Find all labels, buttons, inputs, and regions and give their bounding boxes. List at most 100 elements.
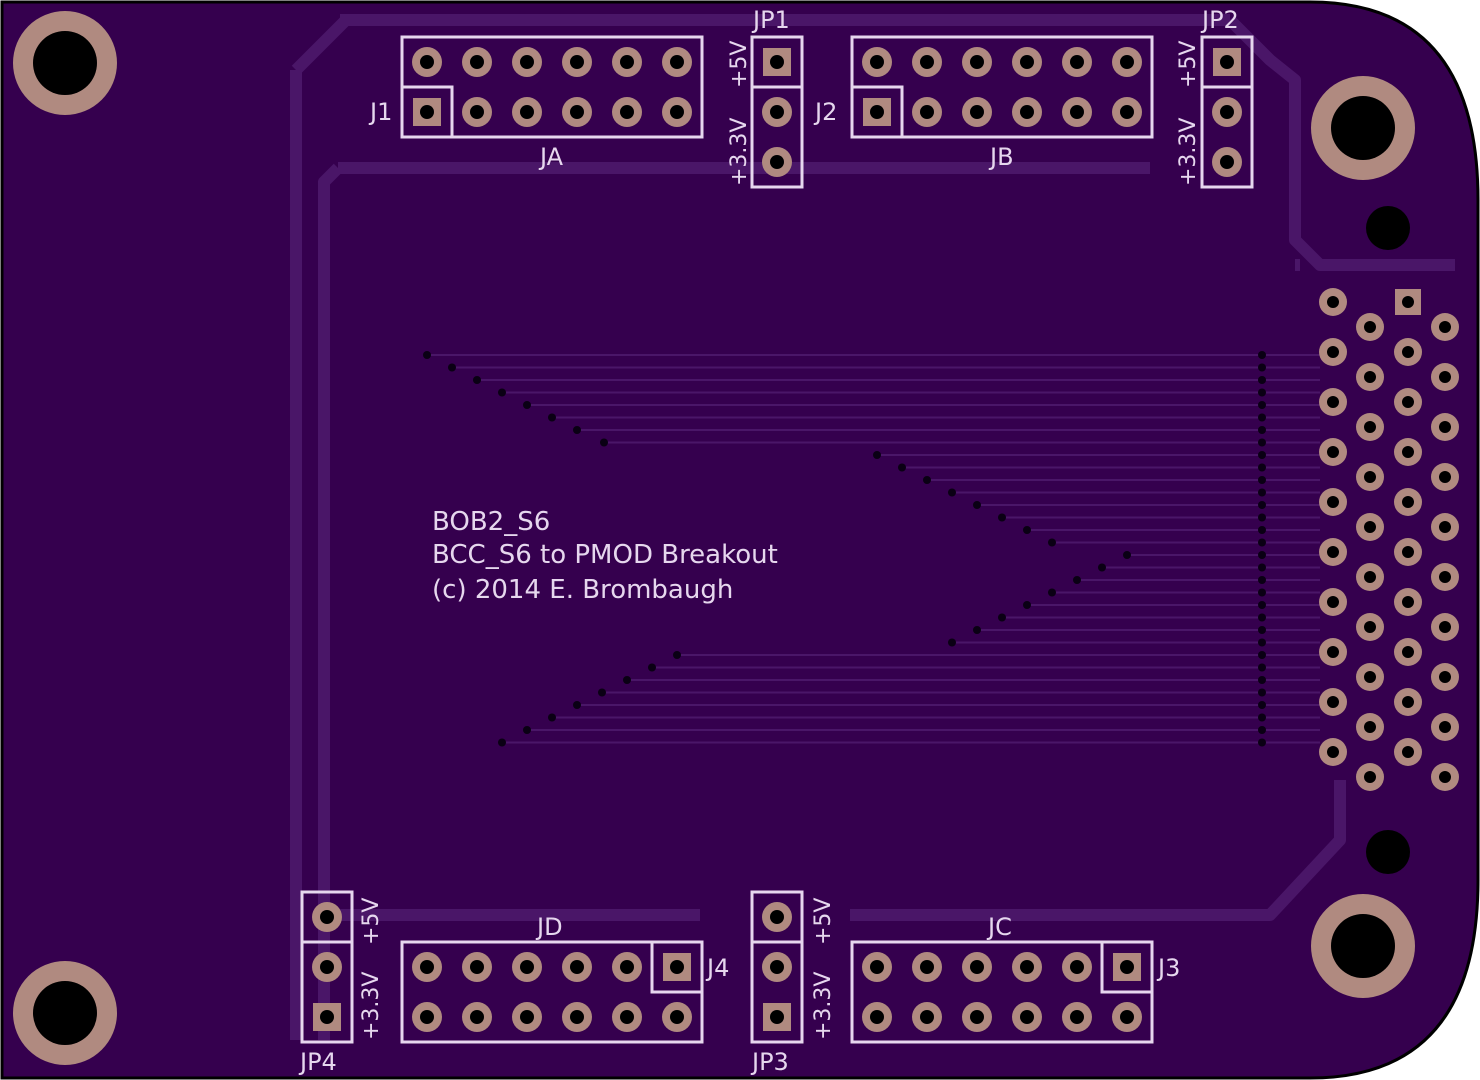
pad-hole	[870, 960, 884, 974]
pad-hole	[1327, 596, 1339, 608]
pad-hole	[1070, 55, 1084, 69]
pad-hole	[620, 960, 634, 974]
pad-hole	[420, 55, 434, 69]
header-jc	[850, 940, 1154, 1044]
pad-hole	[670, 105, 684, 119]
via	[1258, 388, 1266, 397]
pad-hole	[1402, 596, 1414, 608]
connector-label-jc: JC	[986, 913, 1012, 941]
via	[448, 363, 456, 372]
pad-hole	[320, 960, 334, 974]
via	[1258, 588, 1266, 597]
via	[1258, 526, 1266, 534]
pad-hole	[1120, 1010, 1134, 1024]
pad-hole	[570, 1010, 584, 1024]
pad-hole	[1327, 396, 1339, 408]
pad-hole	[920, 960, 934, 974]
alignment-hole	[1366, 830, 1410, 874]
connector-label-j1: J1	[368, 98, 392, 126]
pad-hole	[420, 105, 434, 119]
pad-hole	[770, 55, 784, 69]
pad-hole	[870, 55, 884, 69]
pad-hole	[1439, 671, 1451, 683]
pad-hole	[570, 55, 584, 69]
pad-hole	[920, 55, 934, 69]
pad-hole	[1120, 960, 1134, 974]
pad-hole	[1402, 696, 1414, 708]
via	[973, 626, 981, 634]
pad-hole	[1364, 421, 1376, 433]
jumper-jp2	[1200, 35, 1254, 189]
via	[1258, 501, 1266, 509]
jp2-5v-label: +5V	[1176, 41, 1201, 88]
pad-hole	[770, 1010, 784, 1024]
via	[1258, 663, 1266, 672]
power-traces	[290, 14, 1455, 1040]
via	[1258, 701, 1266, 709]
via	[673, 651, 681, 659]
via	[598, 688, 606, 697]
via	[1258, 451, 1266, 459]
via	[1258, 363, 1266, 372]
header-ja	[400, 35, 704, 139]
via	[1258, 463, 1266, 472]
pad-hole	[1327, 546, 1339, 558]
pad-hole	[1327, 446, 1339, 458]
jumper-outline	[1200, 35, 1254, 189]
pad-hole	[1327, 746, 1339, 758]
via	[948, 638, 956, 647]
pad-hole	[920, 105, 934, 119]
pad-hole	[1220, 155, 1234, 169]
pad-hole	[1402, 296, 1414, 308]
jp2-3v3-label: +3.3V	[1176, 118, 1201, 186]
mount-hole	[1331, 914, 1395, 978]
pad-hole	[1364, 371, 1376, 383]
pad-hole	[1327, 496, 1339, 508]
jumper-jp1	[750, 35, 804, 189]
pad-hole	[670, 960, 684, 974]
via	[1258, 651, 1266, 659]
jumper-outline	[750, 890, 804, 1044]
via	[1258, 413, 1266, 422]
pad-hole	[1439, 621, 1451, 633]
via	[548, 713, 556, 722]
pad-hole	[1120, 55, 1134, 69]
header-jb	[850, 35, 1154, 139]
jumper-label-jp1: JP1	[751, 6, 790, 34]
via	[1258, 563, 1266, 572]
pad-hole	[320, 910, 334, 924]
pad-hole	[1327, 696, 1339, 708]
pad-hole	[1120, 105, 1134, 119]
pad-hole	[1402, 746, 1414, 758]
via	[898, 463, 906, 472]
pad-hole	[970, 105, 984, 119]
pad-hole	[1402, 496, 1414, 508]
via	[998, 613, 1006, 622]
pad-hole	[1327, 646, 1339, 658]
via	[1258, 426, 1266, 434]
pad-hole	[670, 1010, 684, 1024]
pad-hole	[420, 960, 434, 974]
pin1-marker	[400, 85, 454, 139]
via	[1258, 713, 1266, 722]
pad-hole	[1020, 105, 1034, 119]
pad-hole	[1439, 371, 1451, 383]
pad-hole	[520, 960, 534, 974]
via	[1258, 538, 1266, 547]
mount-hole	[1331, 96, 1395, 160]
pad-hole	[1070, 960, 1084, 974]
jumper-label-jp4: JP4	[298, 1048, 337, 1076]
pad-hole	[620, 105, 634, 119]
pad-hole	[620, 55, 634, 69]
via	[523, 726, 531, 734]
board-description-text: BCC_S6 to PMOD Breakout	[432, 540, 778, 570]
pad-hole	[470, 1010, 484, 1024]
pad-hole	[570, 105, 584, 119]
pad-hole	[1327, 296, 1339, 308]
jumper-outline	[750, 35, 804, 189]
via	[1258, 551, 1266, 559]
jp3-5v-label: +5V	[811, 898, 836, 945]
pad-hole	[1327, 346, 1339, 358]
connector-label-jb: JB	[988, 143, 1014, 171]
